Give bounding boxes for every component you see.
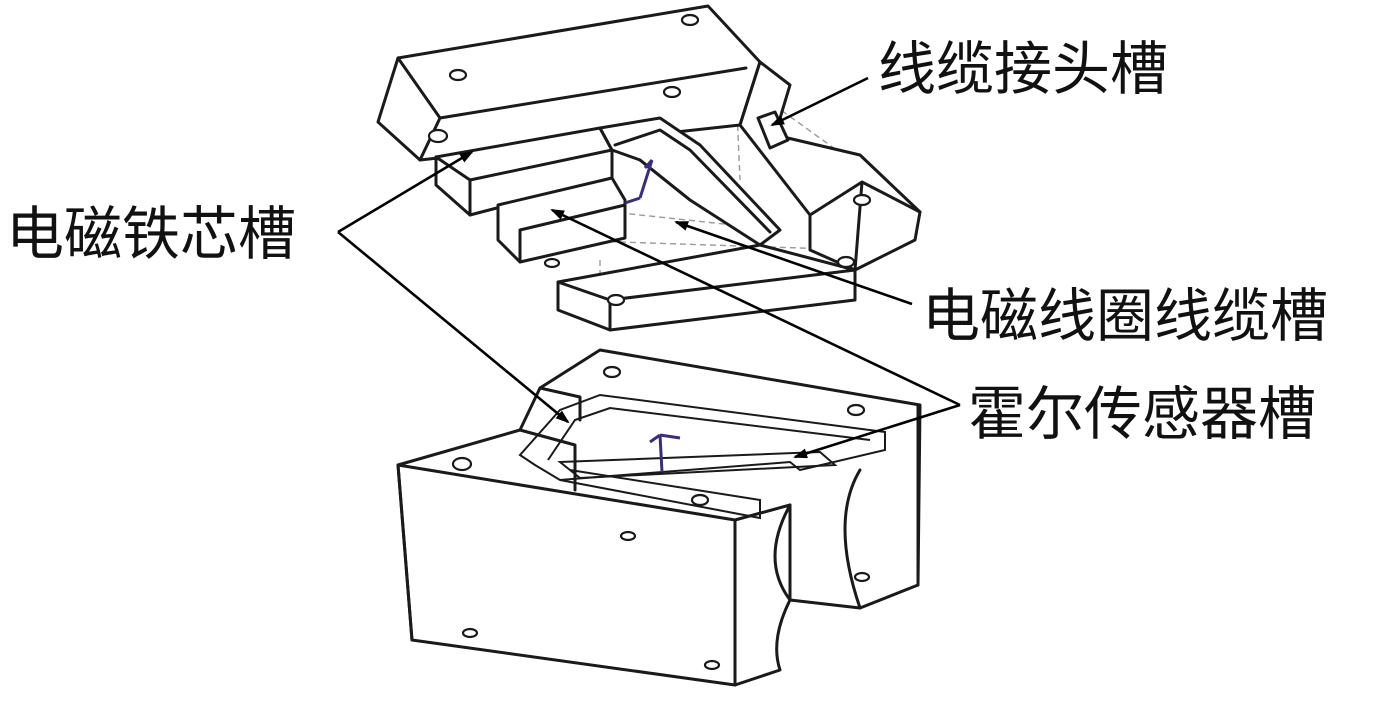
lower-housing xyxy=(396,348,922,687)
cable-joint-slot-opening xyxy=(756,110,790,150)
leader-lines xyxy=(337,76,961,459)
leader-core-upper xyxy=(337,150,474,234)
lower-hall-sensor-groove xyxy=(557,450,838,480)
lower-core-slot-rim xyxy=(518,393,886,482)
leader-core-lower xyxy=(337,230,570,424)
upper-housing xyxy=(376,4,922,332)
leader-cable-joint xyxy=(770,76,869,127)
lower-axis-marker xyxy=(649,433,681,473)
upper-axis-marker xyxy=(624,159,654,205)
hall-sensor-slot-label: 霍尔传感器槽 xyxy=(968,380,1317,448)
core-slot-label: 电磁铁芯槽 xyxy=(6,200,297,268)
coil-cable-slot-label: 电磁线圈线缆槽 xyxy=(922,282,1329,350)
leader-hall-lower xyxy=(793,403,961,459)
cable-joint-slot-label: 线缆接头槽 xyxy=(878,35,1169,103)
leader-coil-cable xyxy=(674,220,913,306)
leader-hall-upper xyxy=(550,208,961,407)
